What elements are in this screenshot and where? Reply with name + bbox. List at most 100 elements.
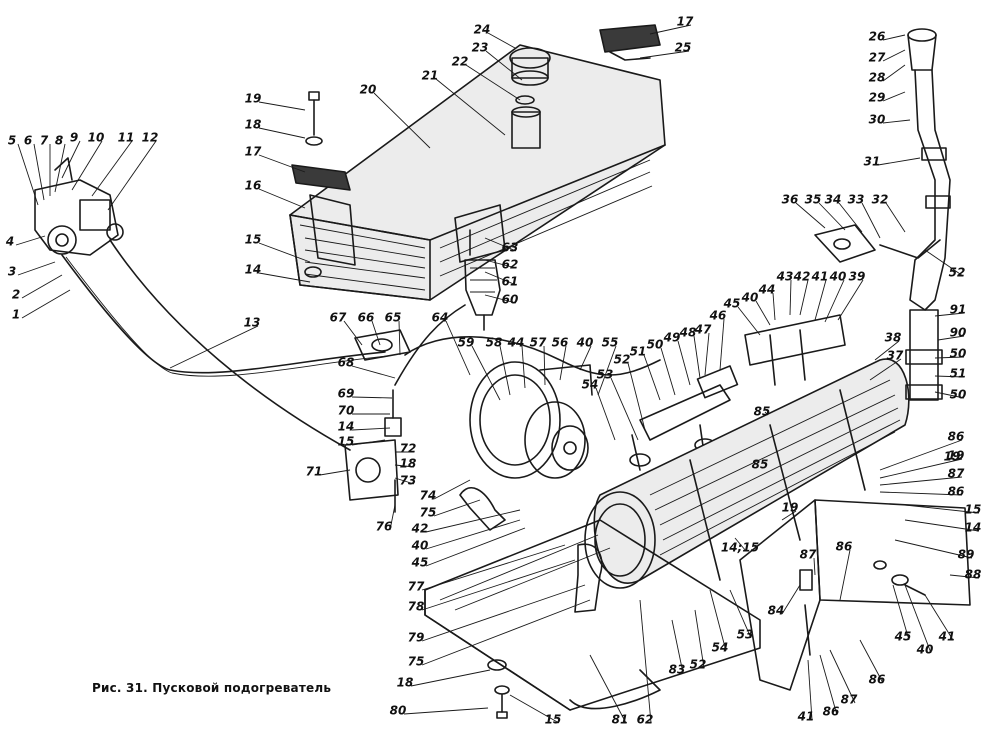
callout-48: 48 <box>679 326 701 379</box>
leader-line <box>693 335 701 379</box>
callout-label: 81 <box>612 713 629 727</box>
mounting-bracket-right <box>739 499 971 691</box>
leader-line <box>781 584 801 615</box>
leader-line <box>499 345 511 396</box>
leader-line <box>643 354 661 401</box>
leader-line <box>838 202 863 233</box>
leader-line <box>882 64 906 82</box>
leader-line <box>71 140 103 191</box>
leader-line <box>671 619 684 674</box>
callout-label: 11 <box>118 131 135 145</box>
leader-line <box>837 279 864 321</box>
leader-line <box>818 202 846 231</box>
callout-35: 35 <box>805 193 846 231</box>
callout-label: 43 <box>776 270 794 284</box>
callout-19: 19 <box>782 501 798 521</box>
callout-label: 14 <box>245 263 262 277</box>
leader-line <box>484 259 517 269</box>
callout-86: 86 <box>879 430 964 471</box>
leader-line <box>795 202 826 229</box>
callout-label: 65 <box>385 311 402 325</box>
leader-line <box>799 279 809 316</box>
leader-line <box>719 318 725 371</box>
callout-label: 40 <box>411 539 429 553</box>
callout-label: 75 <box>408 655 425 669</box>
callout-label: 23 <box>472 41 489 55</box>
callout-73: 73 <box>394 474 416 488</box>
callout-label: 90 <box>950 326 967 340</box>
leader-line <box>894 539 973 559</box>
callout-16: 16 <box>245 179 306 209</box>
leader-line <box>61 140 81 179</box>
callout-2: 2 <box>12 274 63 302</box>
callout-44: 44 <box>758 283 776 321</box>
callout-label: 77 <box>408 580 425 594</box>
leader-line <box>107 140 157 211</box>
callout-80: 80 <box>390 704 489 718</box>
leader-line <box>91 140 133 197</box>
callout-54: 54 <box>582 378 616 441</box>
leader-line <box>425 509 521 533</box>
callout-label: 79 <box>408 631 425 645</box>
mounting-tray-left <box>424 519 761 711</box>
callout-label: 7 <box>40 134 49 148</box>
callout-49: 49 <box>663 331 691 386</box>
callout-label: 42 <box>411 522 429 536</box>
callout-89: 89 <box>894 539 974 562</box>
callout-44: 44 <box>507 336 526 389</box>
callout-label: 45 <box>723 297 741 311</box>
callout-50: 50 <box>934 388 966 402</box>
callout-label: 15 <box>965 503 982 517</box>
leader-line <box>17 143 39 206</box>
callout-label: 46 <box>709 309 727 323</box>
leader-line <box>807 659 813 721</box>
callout-label: 86 <box>823 705 840 719</box>
filler-cap-assembly <box>509 47 551 149</box>
callout-label: 60 <box>502 293 519 307</box>
callout-label: 86 <box>948 485 965 499</box>
fuel-filter <box>464 229 501 331</box>
callout-75: 75 <box>408 599 591 669</box>
callout-57: 57 <box>530 336 547 386</box>
tank-bolt <box>304 91 323 278</box>
callout-label: 19 <box>944 450 961 464</box>
callout-label: 68 <box>338 356 355 370</box>
callout-label: 18 <box>245 118 262 132</box>
leader-line <box>258 188 306 209</box>
callout-41: 41 <box>924 594 955 644</box>
leader-line <box>421 559 576 611</box>
callout-55: 55 <box>597 336 618 396</box>
callout-label: 36 <box>782 193 799 207</box>
callout-label: 87 <box>841 693 858 707</box>
callout-45: 45 <box>723 297 761 336</box>
callout-label: 87 <box>948 467 965 481</box>
leader-line <box>904 584 932 654</box>
callout-18: 18 <box>397 669 491 690</box>
callout-50: 50 <box>647 338 676 396</box>
callout-53: 53 <box>729 589 753 642</box>
callout-15: 15 <box>904 503 982 517</box>
callout-71: 71 <box>306 465 351 479</box>
leader-line <box>433 479 471 500</box>
figure-caption: Рис. 31. Пусковой подогреватель <box>92 681 332 695</box>
callout-label: 88 <box>965 568 982 582</box>
callout-label: 76 <box>376 520 393 534</box>
callout-label: 59 <box>458 336 475 350</box>
leader-line <box>394 477 415 485</box>
callout-label: 71 <box>306 465 323 479</box>
callout-label: 48 <box>679 326 697 340</box>
leader-line <box>892 584 910 641</box>
leader-line <box>559 345 567 381</box>
callout-52: 52 <box>614 353 646 431</box>
callout-52: 52 <box>690 609 706 672</box>
callout-label: 54 <box>712 641 729 655</box>
leader-line <box>677 340 691 386</box>
callout-label: 54 <box>582 378 599 392</box>
callout-label: 66 <box>358 311 375 325</box>
callout-70: 70 <box>338 404 390 418</box>
callout-24: 24 <box>474 23 516 49</box>
callout-42: 42 <box>793 270 810 316</box>
callout-label: 86 <box>869 673 886 687</box>
